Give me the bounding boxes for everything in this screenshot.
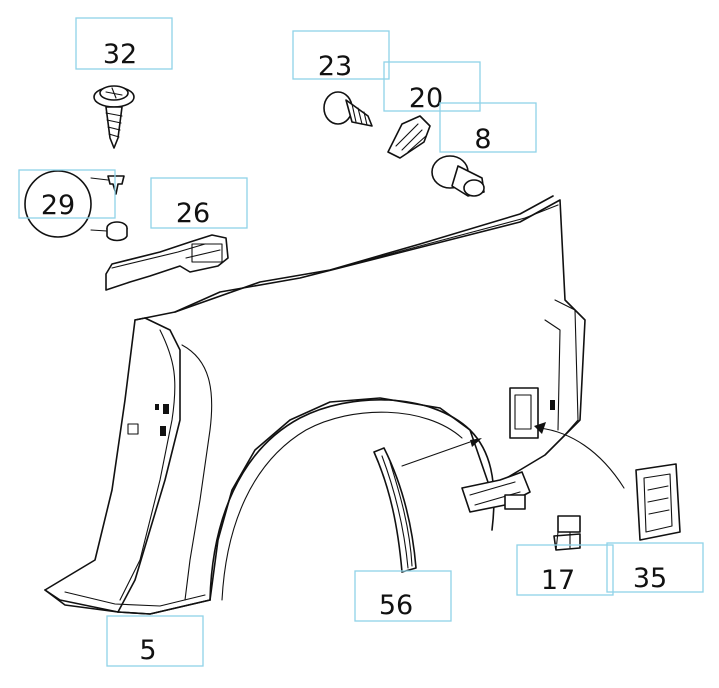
grommet-part	[431, 155, 485, 197]
bolt-part	[323, 91, 373, 127]
callout-label: 8	[474, 124, 491, 155]
callout-label: 17	[541, 565, 575, 596]
seal-strip-part	[373, 438, 482, 573]
callout-label: 56	[379, 590, 413, 621]
callout-23[interactable]: 23	[292, 30, 390, 82]
cap-part	[534, 422, 681, 541]
callout-29[interactable]: 29	[18, 169, 116, 221]
callout-label: 32	[103, 39, 137, 70]
callout-32[interactable]: 32	[75, 17, 173, 70]
callout-20[interactable]: 20	[383, 61, 481, 114]
callout-label: 20	[409, 83, 443, 114]
callout-label: 26	[176, 198, 210, 229]
screw-part	[93, 85, 135, 149]
callout-26[interactable]: 26	[150, 177, 248, 229]
rear-fender-panel	[44, 195, 586, 615]
callout-56[interactable]: 56	[354, 570, 452, 622]
bracket-part	[105, 234, 229, 291]
callout-label: 35	[633, 563, 667, 594]
callout-label: 29	[41, 190, 75, 221]
clip-part	[24, 170, 128, 242]
callout-5[interactable]: 5	[106, 615, 204, 667]
wedge-clip-part	[387, 115, 431, 159]
callout-label: 23	[318, 51, 352, 82]
callout-label: 5	[139, 635, 156, 666]
callout-8[interactable]: 8	[439, 102, 537, 155]
callout-17[interactable]: 17	[516, 544, 614, 596]
callout-35[interactable]: 35	[606, 542, 704, 594]
